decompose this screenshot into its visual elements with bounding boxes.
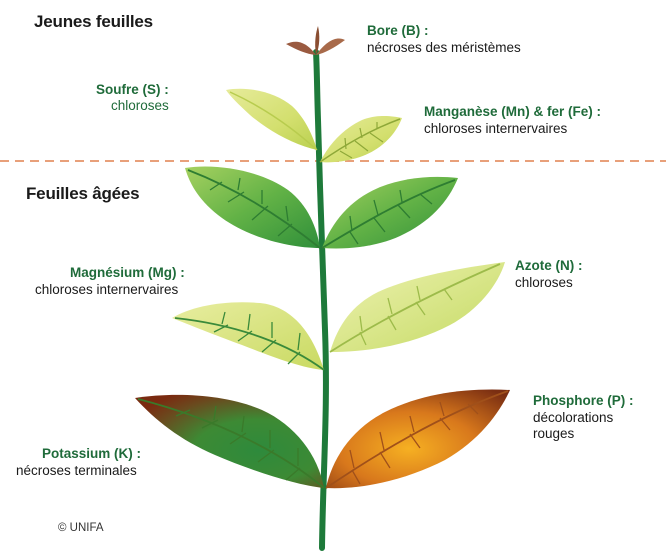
leaf-potassium xyxy=(135,394,325,489)
label-azote-symptom: chloroses xyxy=(515,275,573,290)
label-manganese-element: Manganèse (Mn) & fer (Fe) : xyxy=(424,104,602,119)
bud-leaf xyxy=(286,26,345,55)
leaf-phosphore xyxy=(325,389,510,489)
copyright-notice: © UNIFA xyxy=(58,522,104,534)
label-bore-element: Bore (B) : xyxy=(367,23,429,38)
label-magnesium-element: Magnésium (Mg) : xyxy=(70,265,185,280)
heading-old-leaves: Feuilles âgées xyxy=(26,184,140,203)
leaf-old-left-upper xyxy=(185,166,321,249)
label-bore-symptom: nécroses des méristèmes xyxy=(367,40,521,55)
stem xyxy=(313,49,329,551)
label-magnesium-symptom: chloroses internervaires xyxy=(35,282,179,297)
label-phosphore-symptom-line2: rouges xyxy=(533,426,575,441)
label-potassium-symptom: nécroses terminales xyxy=(16,463,137,478)
label-manganese-symptom: chloroses internervaires xyxy=(424,121,568,136)
label-phosphore-symptom-line1: décolorations xyxy=(533,410,614,425)
leaf-soufre xyxy=(226,88,318,151)
heading-young-leaves: Jeunes feuilles xyxy=(34,12,153,31)
leaf-manganese xyxy=(319,116,402,163)
label-azote-element: Azote (N) : xyxy=(515,258,583,273)
label-soufre-symptom: chloroses xyxy=(111,98,169,113)
label-potassium-element: Potassium (K) : xyxy=(42,446,142,461)
leaf-magnesium xyxy=(172,302,325,371)
label-phosphore-element: Phosphore (P) : xyxy=(533,393,634,408)
leaf-old-right-upper xyxy=(321,176,458,249)
leaf-azote xyxy=(329,262,505,353)
label-soufre-element: Soufre (S) : xyxy=(96,82,169,97)
